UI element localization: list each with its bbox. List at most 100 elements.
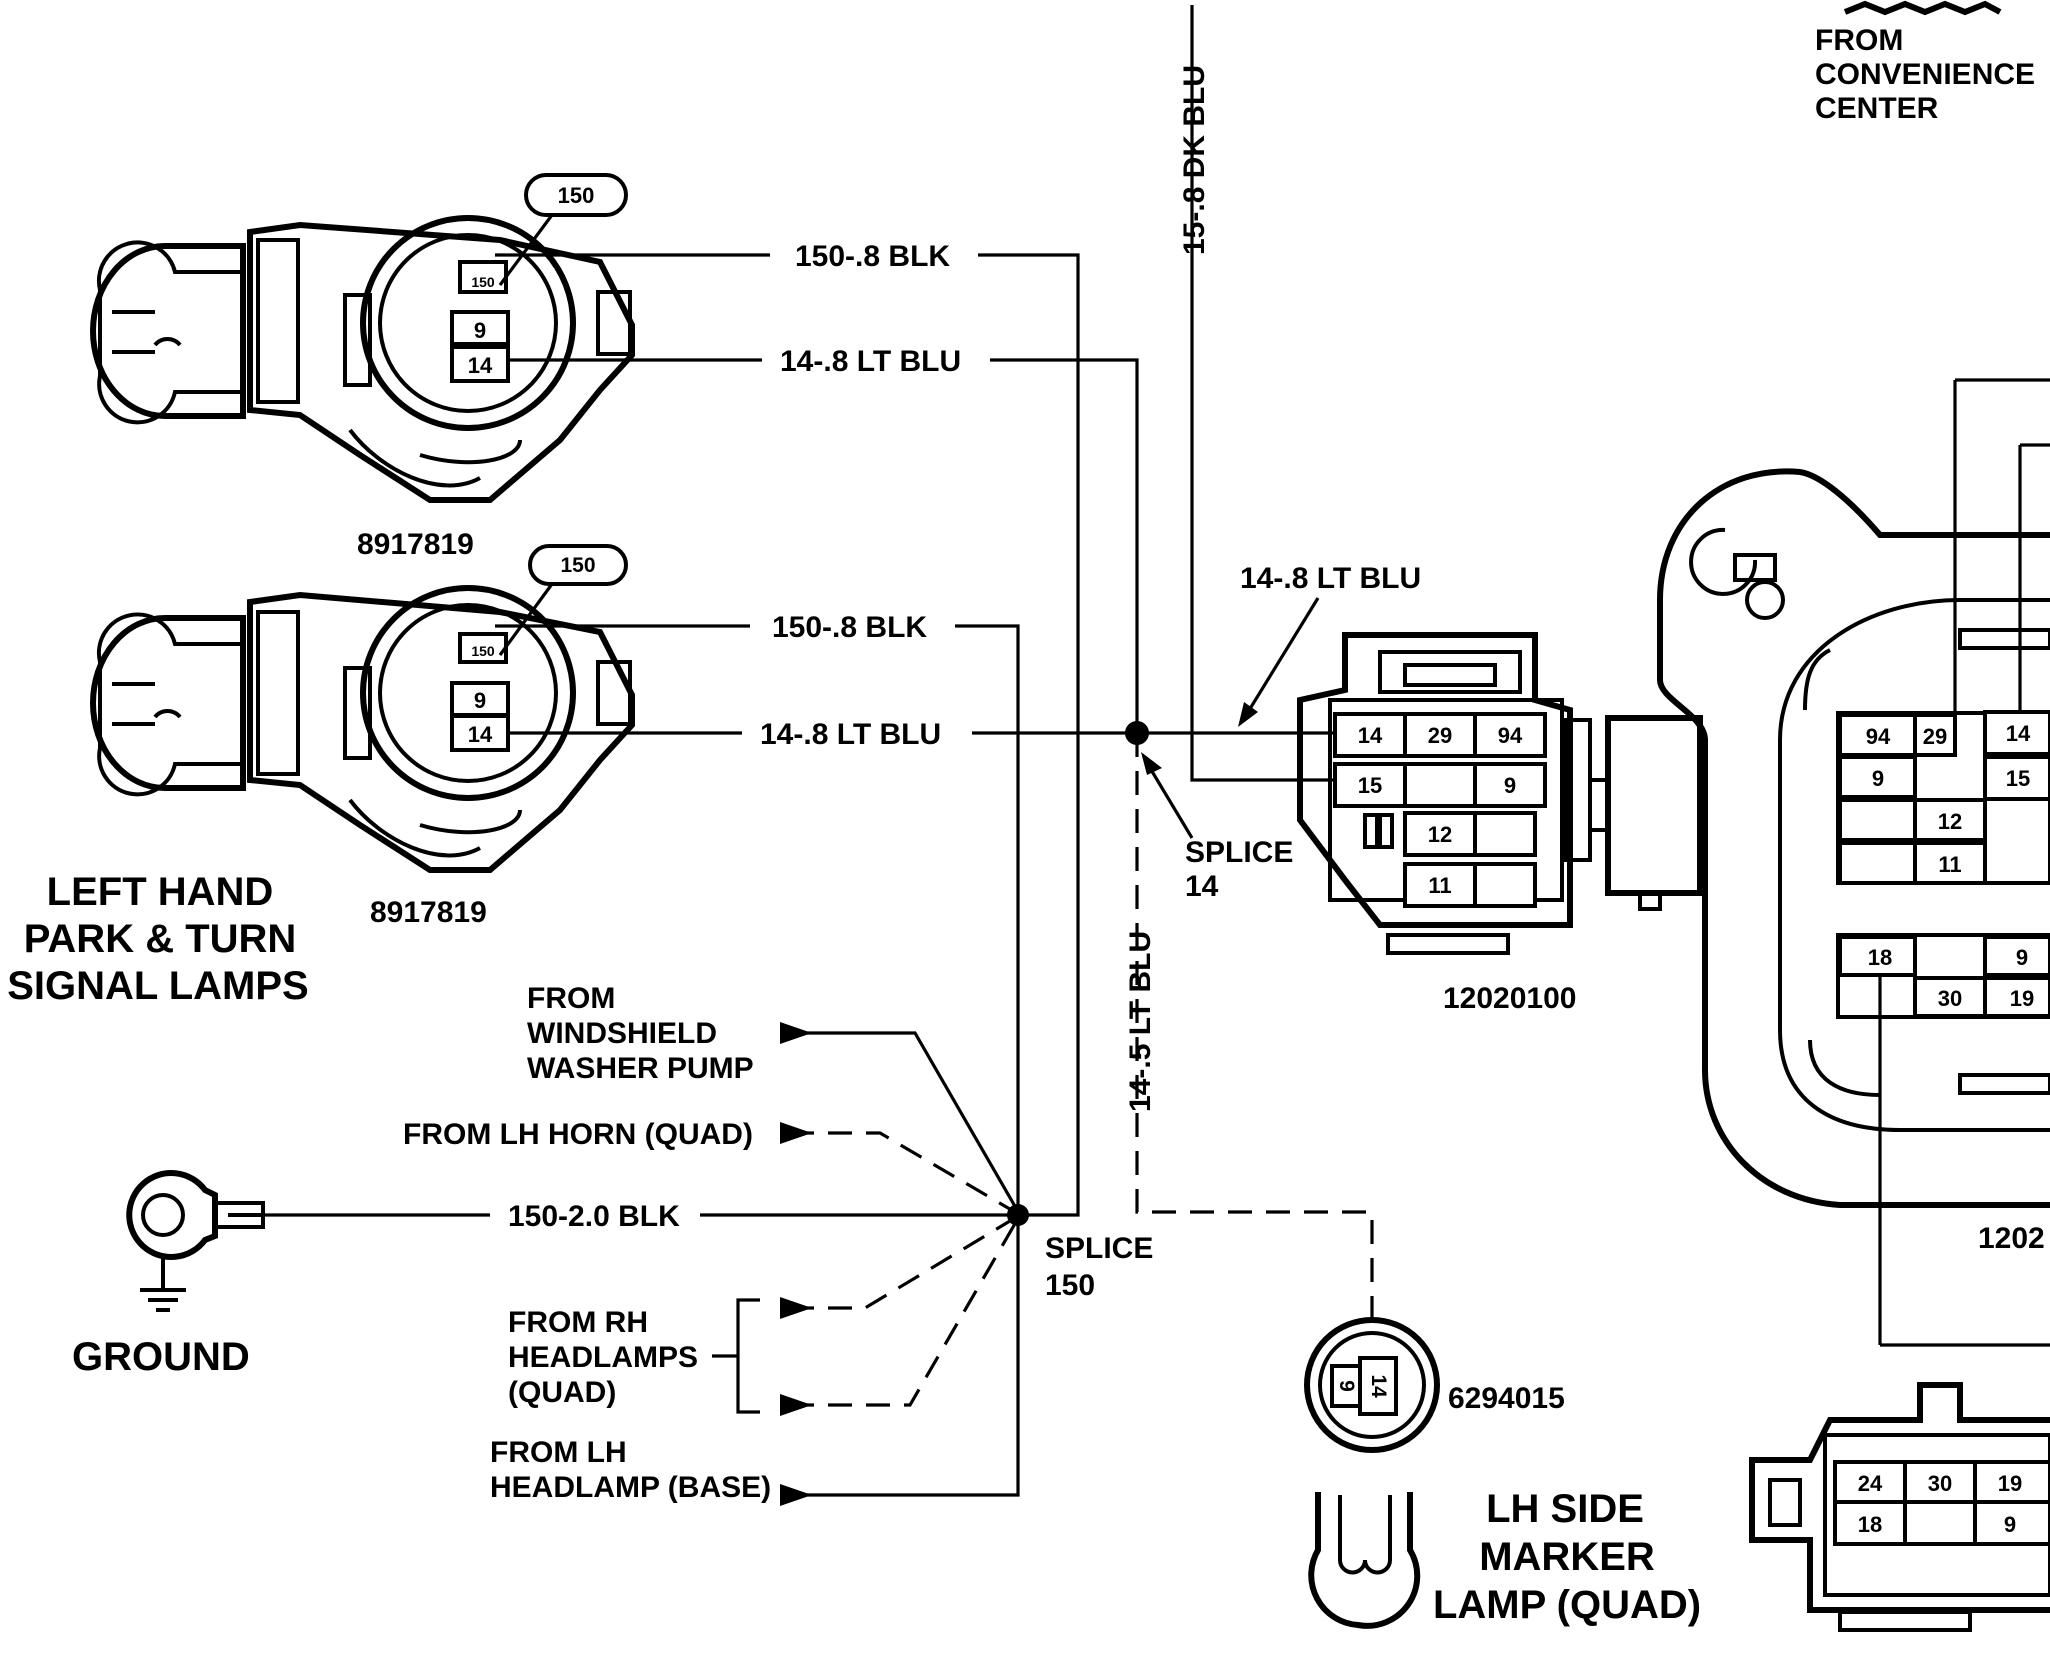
part-number-right-partial: 1202 — [1978, 1222, 2045, 1255]
side-marker-bulb-icon — [1308, 1492, 1421, 1629]
upper-lamp-assembly: 9 14 150 — [90, 173, 635, 503]
wire-label-150-blk-lower: 150-.8 BLK — [772, 611, 927, 644]
right-mid-pin-9: 9 — [2016, 945, 2028, 970]
ground-terminal — [126, 1170, 265, 1312]
wire-lower-150-blk — [800, 624, 1020, 1497]
wire-label-150-2-blk: 150-2.0 BLK — [508, 1200, 680, 1233]
right-top-pin-9: 9 — [1872, 766, 1884, 791]
wire-from-washer — [790, 1031, 1022, 1216]
connector-pin-12: 12 — [1428, 822, 1452, 847]
wire-label-14-lt-blu-lower: 14-.8 LT BLU — [760, 718, 941, 751]
part-number-lower-lamp: 8917819 — [370, 896, 487, 929]
lower-pin-9-label: 9 — [474, 688, 486, 713]
wire-from-rh-headlamps-a — [790, 1213, 1021, 1310]
splice-14-pointer — [1148, 767, 1194, 839]
right-top-pin-29: 29 — [1923, 724, 1947, 749]
connector-pin-94: 94 — [1498, 723, 1523, 748]
connector-pin-15: 15 — [1358, 773, 1382, 798]
arrow-rh-b — [780, 1394, 812, 1416]
right-top-pin-15: 15 — [2006, 766, 2030, 791]
from-convenience-center-line1: FROM — [1815, 24, 1903, 57]
connector-pin-9: 9 — [1504, 773, 1516, 798]
splice-14-arrowhead — [1141, 752, 1162, 775]
wire-label-150-blk-upper: 150-.8 BLK — [795, 240, 950, 273]
lower-callout-label: 150 — [560, 554, 595, 577]
from-washer-line3: WASHER PUMP — [527, 1052, 754, 1085]
splice-150-label-line1: SPLICE — [1045, 1232, 1153, 1265]
upper-pin-150-label: 150 — [471, 274, 495, 290]
wire-label-14-lt-blu-upper: 14-.8 LT BLU — [780, 345, 961, 378]
right-mid-pin-18: 18 — [1868, 945, 1892, 970]
from-lh-headlamp-line2: HEADLAMP (BASE) — [490, 1471, 771, 1504]
from-rh-headlamps-line2: HEADLAMPS — [508, 1341, 698, 1374]
right-top-pin-94: 94 — [1866, 724, 1891, 749]
part-number-upper-lamp: 8917819 — [357, 528, 474, 561]
lower-pin-14-label: 14 — [468, 722, 493, 747]
part-number-center-connector: 12020100 — [1443, 982, 1576, 1015]
upper-bulb-icon — [90, 243, 246, 419]
wire-label-15-dk-blu: 15-.8 DK BLU — [1178, 65, 1211, 255]
wire-14-5-lt-blu — [1135, 733, 1374, 1330]
lower-pin-150-label: 150 — [471, 643, 495, 659]
left-hand-title-line1: LEFT HAND — [47, 870, 274, 914]
right-bottom-pin-18: 18 — [1858, 1512, 1882, 1537]
upper-pin-14-label: 14 — [468, 353, 493, 378]
lower-socket-housing — [247, 591, 635, 873]
splice-14-label-line1: SPLICE — [1185, 836, 1293, 869]
right-bottom-pin-24: 24 — [1858, 1471, 1883, 1496]
lh-side-marker-line1: LH SIDE — [1486, 1487, 1644, 1531]
side-marker-socket: 9 14 — [1304, 1317, 1440, 1629]
splice-14-label-line2: 14 — [1185, 870, 1219, 903]
upper-callout-150 — [524, 173, 628, 217]
from-washer-line2: WINDSHIELD — [527, 1017, 717, 1050]
arrow-washer — [780, 1022, 812, 1044]
lt-blu-arrowhead — [1238, 702, 1258, 727]
arrow-lh-base — [780, 1484, 812, 1506]
right-bottom-pin-9: 9 — [2004, 1512, 2016, 1537]
lower-bulb-icon — [90, 615, 246, 791]
lower-pin-14 — [450, 714, 510, 752]
splice-14-dot — [1125, 721, 1149, 745]
lt-blu-pointer — [1246, 597, 1320, 713]
upper-socket-ring — [360, 215, 576, 431]
from-washer-line1: FROM — [527, 982, 615, 1015]
part-number-side-marker-socket: 6294015 — [1448, 1382, 1565, 1415]
arrow-rh-a — [780, 1297, 812, 1319]
lh-side-marker-line2: MARKER — [1479, 1535, 1655, 1579]
right-top-pin-14: 14 — [2006, 721, 2031, 746]
lower-socket-ring — [360, 585, 576, 801]
splice-150-dot — [1007, 1204, 1029, 1226]
connector-pin-29: 29 — [1428, 723, 1452, 748]
right-top-pin-11: 11 — [1938, 852, 1961, 877]
from-rh-headlamps-line3: (QUAD) — [508, 1376, 616, 1409]
from-convenience-center-line2: CONVENIENCE — [1815, 58, 2035, 91]
wire-label-14-5-lt-blu: 14-.5 LT BLU — [1124, 931, 1157, 1112]
center-connector: 14 29 94 15 9 12 11 — [1297, 632, 1703, 955]
lh-side-marker-line3: LAMP (QUAD) — [1433, 1583, 1701, 1627]
wire-from-lh-horn — [790, 1131, 1021, 1217]
right-bottom-pin-30: 30 — [1928, 1471, 1952, 1496]
lower-lamp-assembly: 9 14 150 — [90, 544, 635, 873]
right-bottom-pin-19: 19 — [1998, 1471, 2022, 1496]
wire-upper-14-lt-blu — [990, 358, 1139, 733]
splice-150-label-line2: 150 — [1045, 1269, 1095, 1302]
right-mid-pin-30: 30 — [1938, 986, 1962, 1011]
right-mid-pin-19: 19 — [2010, 986, 2034, 1011]
connector-pin-14: 14 — [1358, 723, 1383, 748]
left-hand-title-line3: SIGNAL LAMPS — [7, 964, 309, 1008]
wire-upper-150-blk — [978, 253, 1080, 1217]
right-connector-block: 94 29 14 9 15 12 11 18 9 30 19 24 — [1657, 0, 2050, 1632]
from-lh-headlamp-line1: FROM LH — [490, 1436, 627, 1469]
wire-label-14-lt-blu-connector: 14-.8 LT BLU — [1240, 562, 1421, 595]
upper-pin-14 — [450, 345, 510, 383]
labels: FROM CONVENIENCE CENTER 15-.8 DK BLU 150… — [7, 24, 2045, 1627]
upper-pin-9-label: 9 — [474, 318, 486, 343]
lower-callout-150 — [528, 544, 628, 586]
socket-pin-14: 14 — [1367, 1374, 1390, 1398]
upper-pin-9 — [450, 310, 510, 346]
upper-callout-label: 150 — [558, 183, 595, 208]
left-hand-title-line2: PARK & TURN — [24, 917, 297, 961]
upper-socket-housing — [247, 221, 635, 503]
right-top-pin-12: 12 — [1938, 809, 1962, 834]
